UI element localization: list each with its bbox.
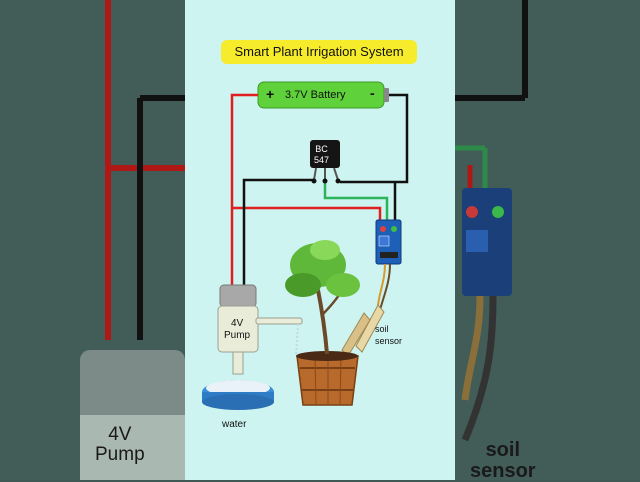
plant-leaves-right (326, 273, 360, 297)
wire-black-battery (340, 93, 409, 184)
pump-outlet-pipe (255, 317, 303, 325)
sensor-line1: soil (375, 324, 389, 334)
wire-red-battery-pump (230, 93, 258, 285)
wire-green-signal (323, 180, 389, 222)
pump-line1: 4V (230, 318, 244, 329)
pot-slat-1 (314, 355, 317, 406)
bg-soil-line1: soil (485, 439, 521, 461)
transistor-pin-b (322, 178, 328, 184)
bg-pump-line2: Pump (95, 443, 145, 465)
pump-inlet (232, 351, 244, 375)
transistor-label: BC 547 (314, 144, 329, 166)
transistor-body (310, 140, 340, 168)
plant-leaves-left (285, 273, 321, 297)
wire-red-sensor (232, 206, 382, 222)
bg-pump-line1: 4V (108, 424, 132, 445)
water-dish-bottom (202, 394, 274, 410)
plant-trunk (316, 289, 329, 355)
pot-soil (296, 351, 358, 361)
sensor-pot (378, 235, 390, 247)
plant-leaves-highlight (310, 240, 340, 260)
sensor-led-green (391, 226, 397, 232)
sensor-cable-2 (379, 263, 391, 311)
transistor-line2: 547 (314, 155, 330, 165)
pump-line2: Pump (224, 330, 251, 341)
wire-black-pump (242, 178, 314, 285)
bg-pump-cap (80, 415, 185, 480)
sensor-header (380, 252, 398, 258)
water-stream (295, 323, 299, 357)
diagram-title: Smart Plant Irrigation System (221, 40, 417, 64)
battery-plus-sign: + (266, 86, 275, 102)
transistor-leg-3 (333, 167, 339, 181)
transistor-line1: BC (315, 144, 328, 154)
transistor-leg-1 (313, 167, 317, 181)
transistor-pin-e (335, 178, 341, 184)
bg-module-led-red (466, 206, 478, 218)
bg-module-led-green (492, 206, 504, 218)
bg-soil-line2: sensor (470, 460, 536, 482)
bg-pump-text: 4V Pump (95, 425, 145, 465)
bg-soil-text: soil sensor (470, 440, 536, 482)
sensor-label: soil sensor (375, 323, 402, 347)
battery-minus-sign: - (370, 85, 375, 101)
sensor-led-red (380, 226, 386, 232)
bg-sensor-cable-2 (461, 295, 497, 442)
water-label: water (222, 419, 247, 430)
pot-slat-3 (339, 355, 342, 406)
battery-terminal (384, 88, 389, 102)
bg-sensor-cable (461, 295, 484, 401)
pump-motor (219, 284, 257, 308)
sensor-probe (355, 304, 385, 353)
sensor-line2: sensor (375, 336, 403, 346)
bg-module-pot (466, 230, 488, 252)
transistor-pin-c (311, 178, 317, 184)
sensor-cable-1 (377, 263, 386, 306)
battery-label: 3.7V Battery (285, 89, 346, 101)
pump-label: 4V Pump (224, 318, 250, 342)
